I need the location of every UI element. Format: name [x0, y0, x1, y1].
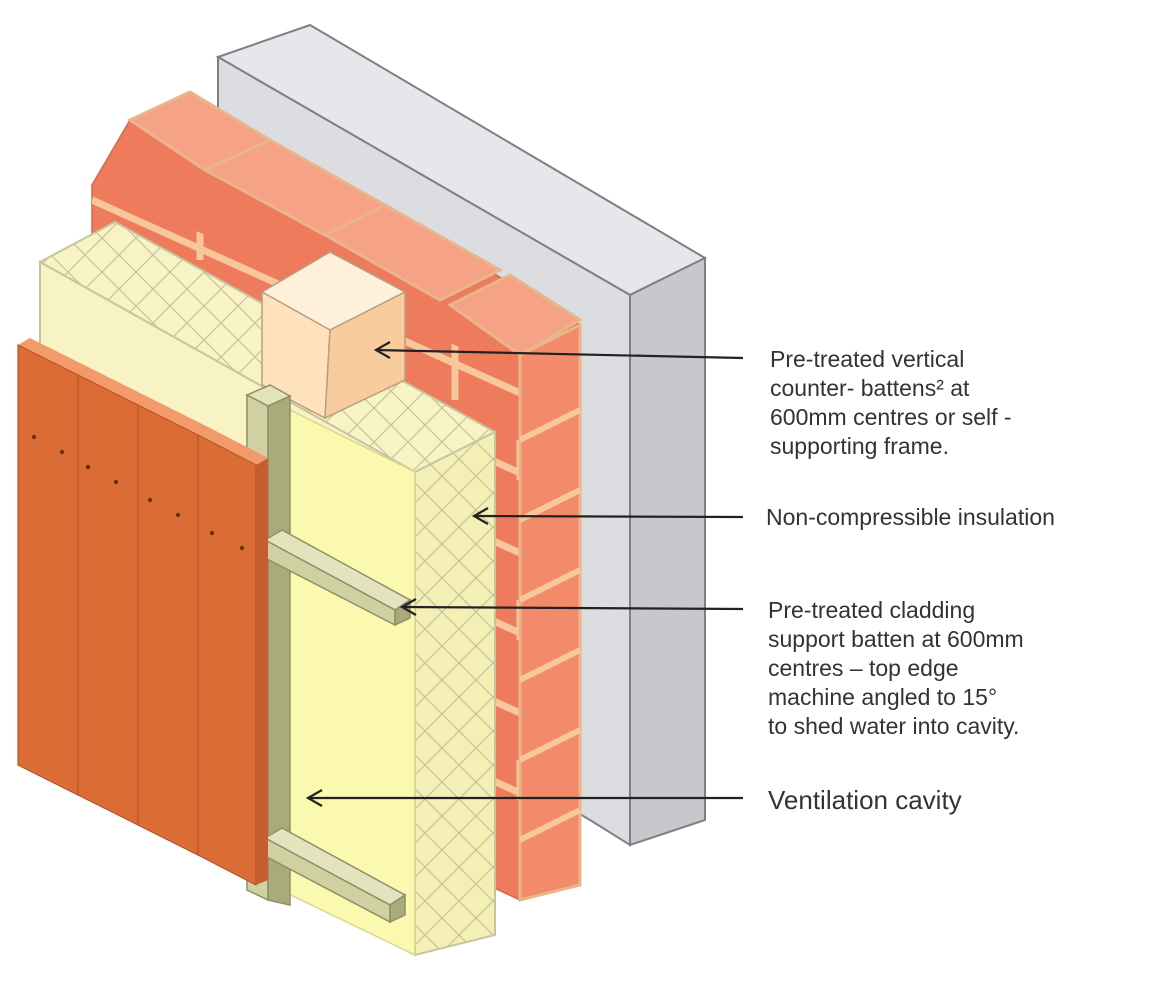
support-batten-lower [263, 827, 407, 924]
brick-top-course-4 [447, 273, 583, 357]
cladding-boards [17, 338, 268, 886]
label-insulation: Non-compressible insulation [766, 503, 1055, 532]
label-line: to shed water into cavity. [768, 713, 1020, 739]
label-line: centres – top edge [768, 655, 959, 681]
counter-batten [260, 251, 407, 420]
label-line: Pre-treated cladding [768, 597, 976, 623]
label-line: supporting frame. [770, 433, 949, 459]
brick-top-course-3 [321, 203, 504, 302]
label-line: 600mm centres or self - [770, 404, 1012, 430]
label-line: support batten at 600mm [768, 626, 1024, 652]
label-counter-battens: Pre-treated vertical counter- battens² a… [770, 345, 1012, 461]
brick-end-column [518, 322, 582, 902]
concrete-wall-side [629, 256, 706, 847]
arrow-ventilation [305, 789, 743, 807]
arrow-counter-battens [373, 341, 744, 360]
label-ventilation-cavity: Ventilation cavity [768, 786, 962, 815]
label-support-batten: Pre-treated cladding support batten at 6… [768, 596, 1024, 741]
arrow-insulation [471, 507, 744, 525]
label-line: machine angled to 15° [768, 684, 998, 710]
cladding-board-4 [197, 428, 268, 886]
arrow-support-batten [399, 598, 744, 616]
label-line: counter- battens² at [770, 375, 970, 401]
leader-arrows [305, 341, 744, 807]
label-line: Non-compressible insulation [766, 504, 1055, 530]
label-line: Ventilation cavity [768, 785, 962, 815]
cladding-fixing-nails [31, 434, 245, 551]
label-line: Pre-treated vertical [770, 346, 965, 372]
vertical-batten-side [267, 394, 291, 906]
counter-batten-side [324, 290, 406, 420]
brick-end-column-joints [518, 407, 582, 843]
